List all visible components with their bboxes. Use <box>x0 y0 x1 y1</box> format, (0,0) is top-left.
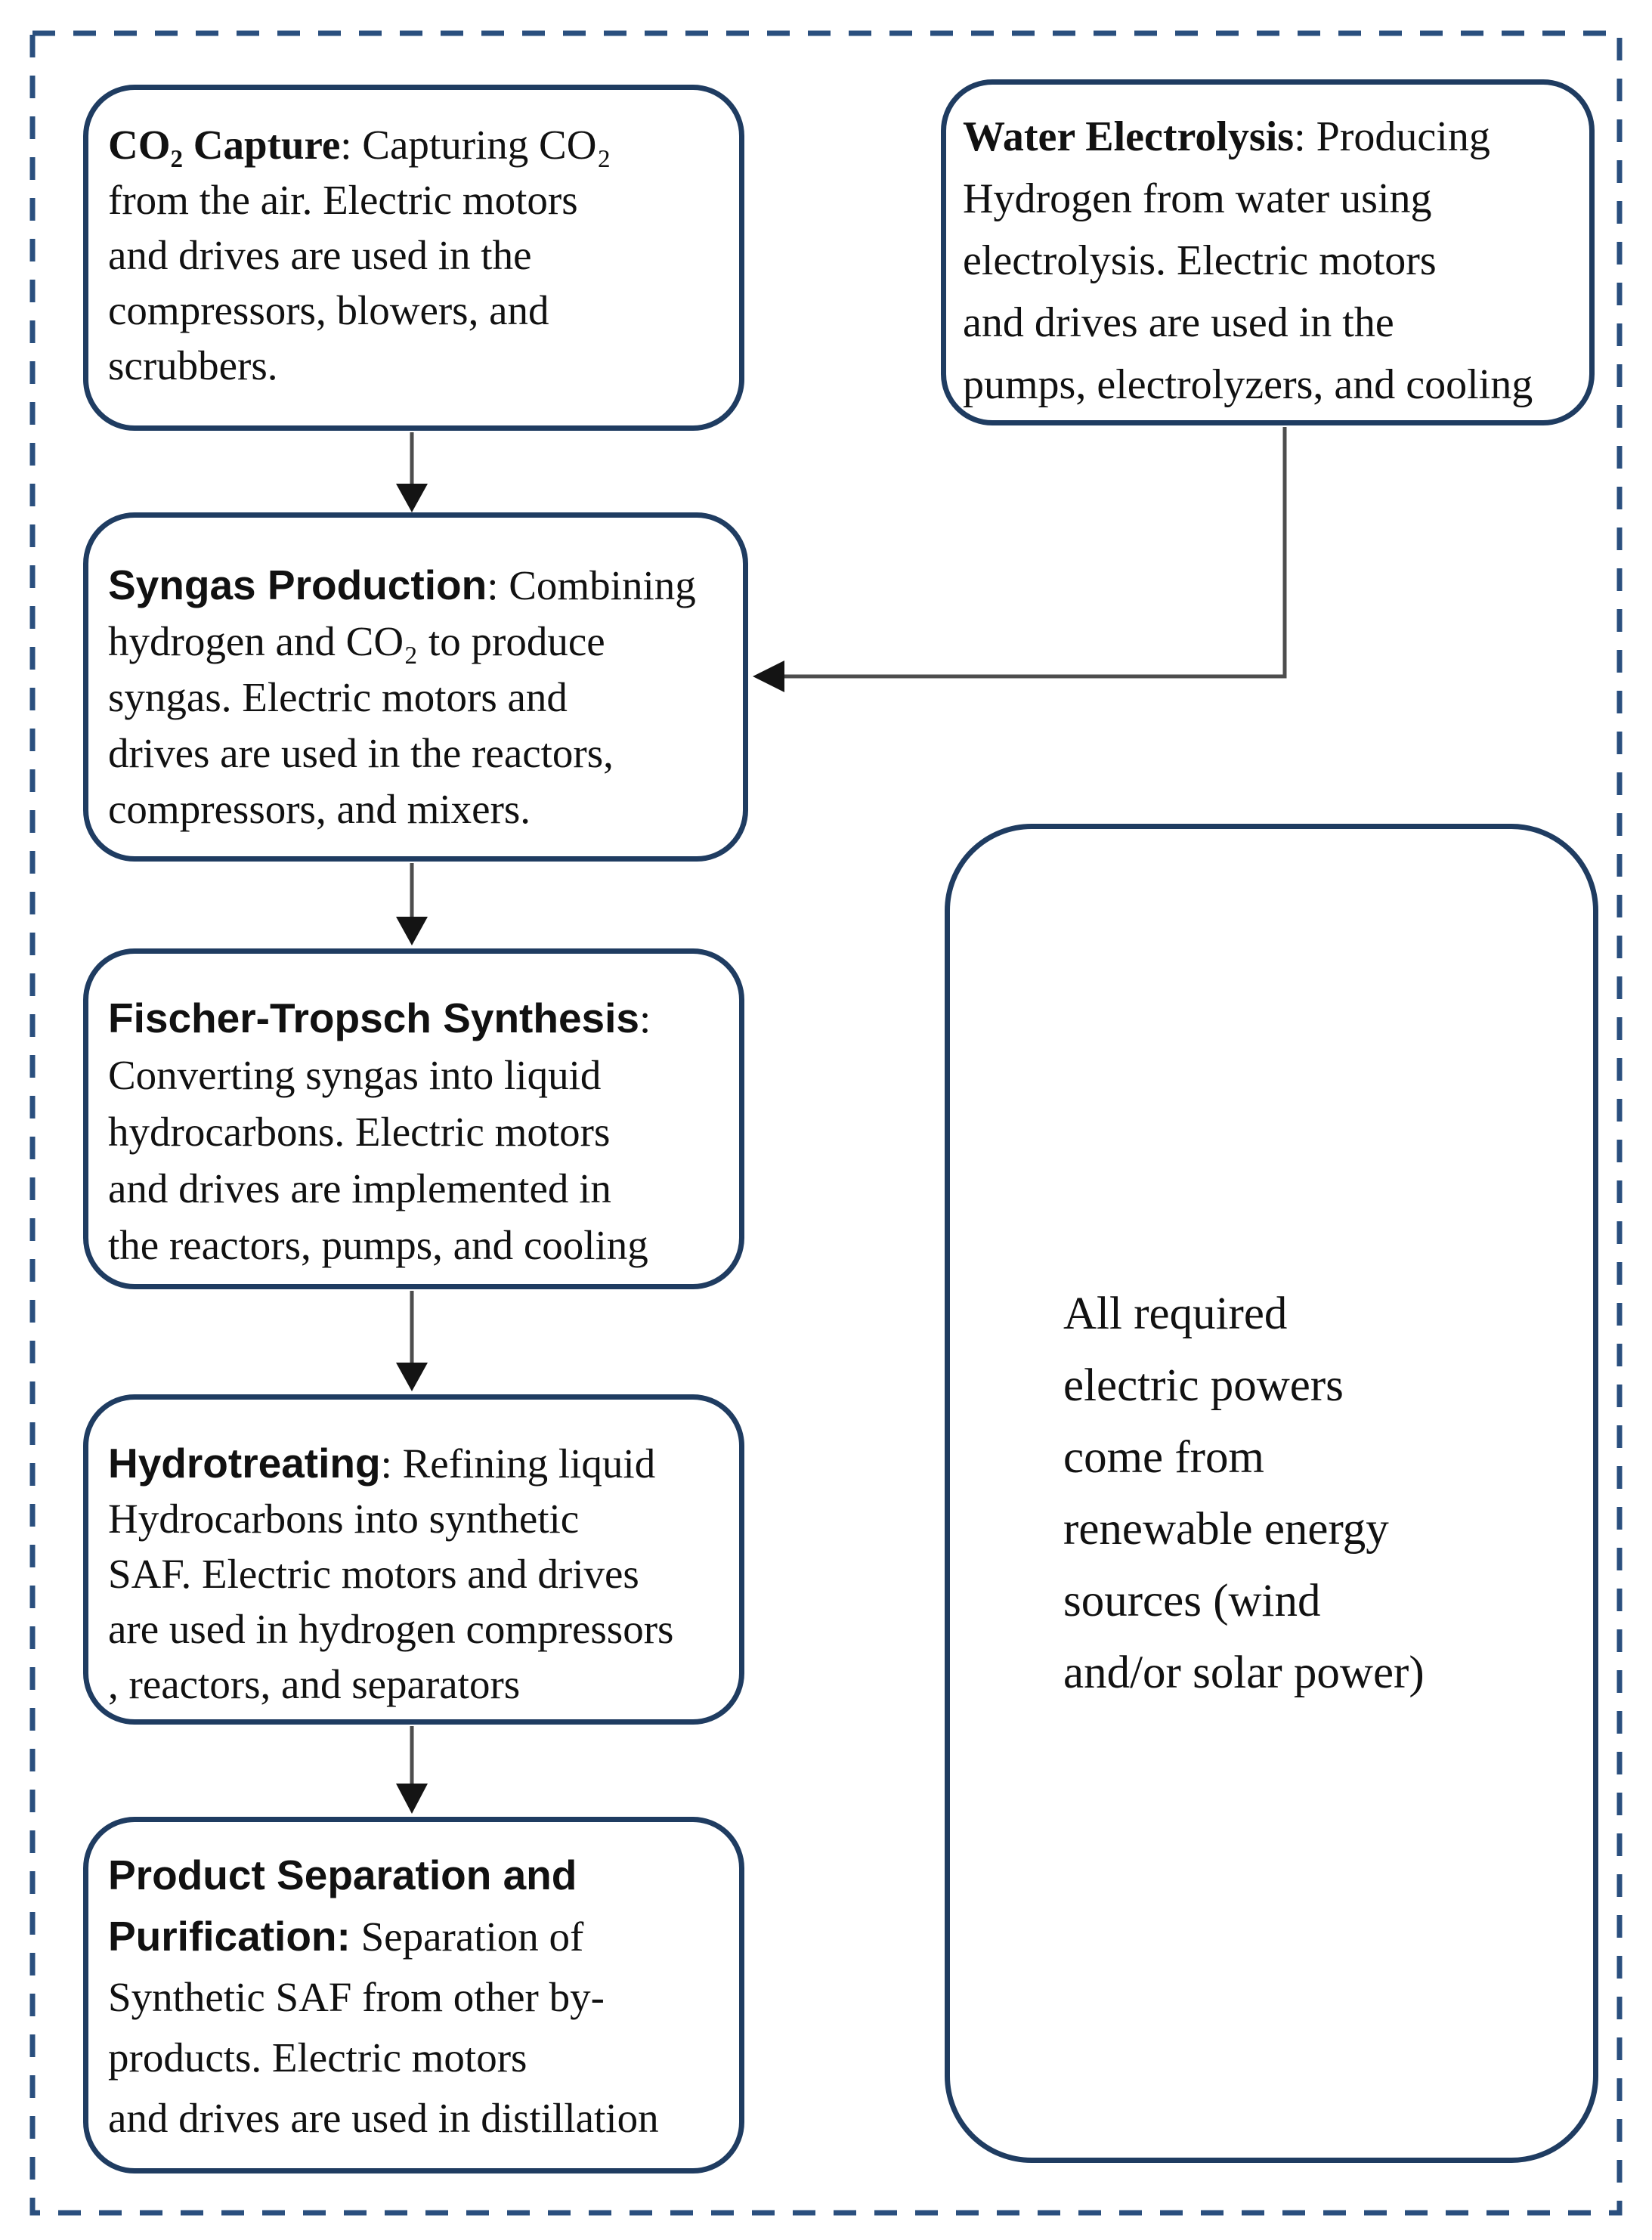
text-line: hydrogen and CO₂ to produce <box>108 614 737 670</box>
text-line: Converting syngas into liquid <box>108 1047 733 1103</box>
box-body-text: All required <box>1063 1289 1288 1339</box>
text-line: Synthetic SAF from other by- <box>108 1967 736 2028</box>
text-line: compressors, and mixers. <box>108 781 737 837</box>
text-line: , reactors, and separators <box>108 1657 736 1712</box>
box-body-text: and drives are used in the <box>963 299 1394 346</box>
text-line: electric powers <box>1063 1350 1593 1422</box>
box-body-text: : Refining liquid <box>380 1440 656 1487</box>
text-line: compressors, blowers, and <box>108 283 733 338</box>
box-body-text: Converting syngas into liquid <box>108 1052 602 1098</box>
text-line: SAF. Electric motors and drives <box>108 1546 736 1601</box>
box-body-text: the reactors, pumps, and cooling <box>108 1222 648 1268</box>
arrow-electrolysis-to-syngas-line <box>784 427 1287 679</box>
text-line: Hydrocarbons into synthetic <box>108 1491 736 1546</box>
text-line: sources (wind <box>1063 1565 1593 1637</box>
text-line: the reactors, pumps, and cooling <box>108 1217 733 1273</box>
text-line: Purification: Separation of <box>108 1906 736 1967</box>
text-line: Water Electrolysis: Producing <box>963 106 1586 168</box>
box-heading-text: Purification: <box>108 1913 351 1960</box>
text-line: scrubbers. <box>108 338 733 393</box>
arrow-co2-to-syngas-head <box>396 484 428 512</box>
text-line: All required <box>1063 1278 1593 1350</box>
box-body-text: pumps, electrolyzers, and cooling <box>963 361 1533 408</box>
box-body-text: renewable energy <box>1063 1504 1389 1555</box>
box-body-text: hydrocarbons. Electric motors <box>108 1109 611 1155</box>
text-line: electrolysis. Electric motors <box>963 230 1586 292</box>
box-heading-text: CO₂ Capture <box>108 122 341 168</box>
box-body-text: Hydrogen from water using <box>963 175 1432 222</box>
box-body-text: Separation of <box>350 1914 584 1960</box>
box-body-text: scrubbers. <box>108 342 278 388</box>
box-co2-capture: CO₂ Capture: Capturing CO₂ from the air. … <box>83 85 744 431</box>
box-body-text: syngas. Electric motors and <box>108 674 568 720</box>
text-line: and drives are used in the <box>108 227 733 283</box>
text-line: products. Electric motors <box>108 2028 736 2088</box>
box-heading-text: Hydrotreating <box>108 1440 381 1487</box>
box-body-text: : Combining <box>487 562 696 608</box>
box-body-text: compressors, and mixers. <box>108 786 531 832</box>
box-body-text: drives are used in the reactors, <box>108 730 614 776</box>
box-body-text: compressors, blowers, and <box>108 287 549 333</box>
box-body-text: hydrogen and CO₂ to produce <box>108 618 605 664</box>
box-body-text: and drives are used in distillation <box>108 2095 659 2141</box>
box-renewable-energy-note: All required electric powers come from rene… <box>945 824 1598 2163</box>
box-heading-text: Syngas Production <box>108 562 487 608</box>
text-line: Hydrogen from water using <box>963 168 1586 230</box>
text-line: and/or solar power) <box>1063 1637 1593 1709</box>
box-body-text: Synthetic SAF from other by- <box>108 1974 605 2020</box>
dashed-outer-border <box>29 30 1623 2216</box>
text-line: are used in hydrogen compressors <box>108 1601 736 1657</box>
box-fischer-tropsch-synthesis: Fischer-Tropsch Synthesis: Converting syn… <box>83 948 744 1289</box>
box-body-text: : <box>639 995 651 1041</box>
box-body-text: products. Electric motors <box>108 2034 527 2081</box>
text-line: Product Separation and <box>108 1845 736 1906</box>
box-body-text: , reactors, and separators <box>108 1661 521 1707</box>
box-body-text: : Capturing CO₂ <box>340 122 611 168</box>
text-line: Hydrotreating: Refining liquid <box>108 1436 736 1491</box>
box-body-text: : Producing <box>1294 113 1490 160</box>
arrow-fischer-to-hydrotreating-head <box>396 1363 428 1391</box>
text-line: come from <box>1063 1422 1593 1493</box>
text-line: syngas. Electric motors and <box>108 670 737 726</box>
text-line: drives are used in the reactors, <box>108 726 737 781</box>
box-body-text: electrolysis. Electric motors <box>963 237 1437 284</box>
text-line: and drives are used in distillation <box>108 2088 736 2149</box>
box-body-text: and drives are used in the <box>108 232 532 278</box>
box-body-text: electric powers <box>1063 1360 1344 1411</box>
text-line: Fischer-Tropsch Synthesis: <box>108 990 733 1047</box>
text-line: and drives are implemented in <box>108 1160 733 1217</box>
arrow-syngas-to-fischer-head <box>396 917 428 945</box>
box-body-text: and drives are implemented in <box>108 1165 611 1211</box>
text-line: renewable energy <box>1063 1493 1593 1565</box>
box-body-text: from the air. Electric motors <box>108 177 578 223</box>
box-heading-text: Fischer-Tropsch Synthesis <box>108 995 639 1041</box>
box-body-text: SAF. Electric motors and drives <box>108 1551 639 1597</box>
box-heading-text: Water Electrolysis <box>963 113 1295 160</box>
text-line: hydrocarbons. Electric motors <box>108 1103 733 1160</box>
text-line: pumps, electrolyzers, and cooling <box>963 354 1586 416</box>
box-body-text: and/or solar power) <box>1063 1648 1425 1698</box>
box-body-text: are used in hydrogen compressors <box>108 1606 674 1652</box>
box-body-text: come from <box>1063 1432 1264 1483</box>
box-body-text: sources (wind <box>1063 1576 1321 1626</box>
text-line: Syngas Production: Combining <box>108 557 737 614</box>
text-line: and drives are used in the <box>963 292 1586 354</box>
text-line: CO₂ Capture: Capturing CO₂ <box>108 117 733 172</box>
box-heading-text: Product Separation and <box>108 1852 577 1898</box>
box-body-text: Hydrocarbons into synthetic <box>108 1496 580 1542</box>
arrow-electrolysis-to-syngas-head <box>753 661 784 692</box>
text-line: from the air. Electric motors <box>108 172 733 227</box>
arrow-hydrotreating-to-separation-head <box>396 1784 428 1814</box>
